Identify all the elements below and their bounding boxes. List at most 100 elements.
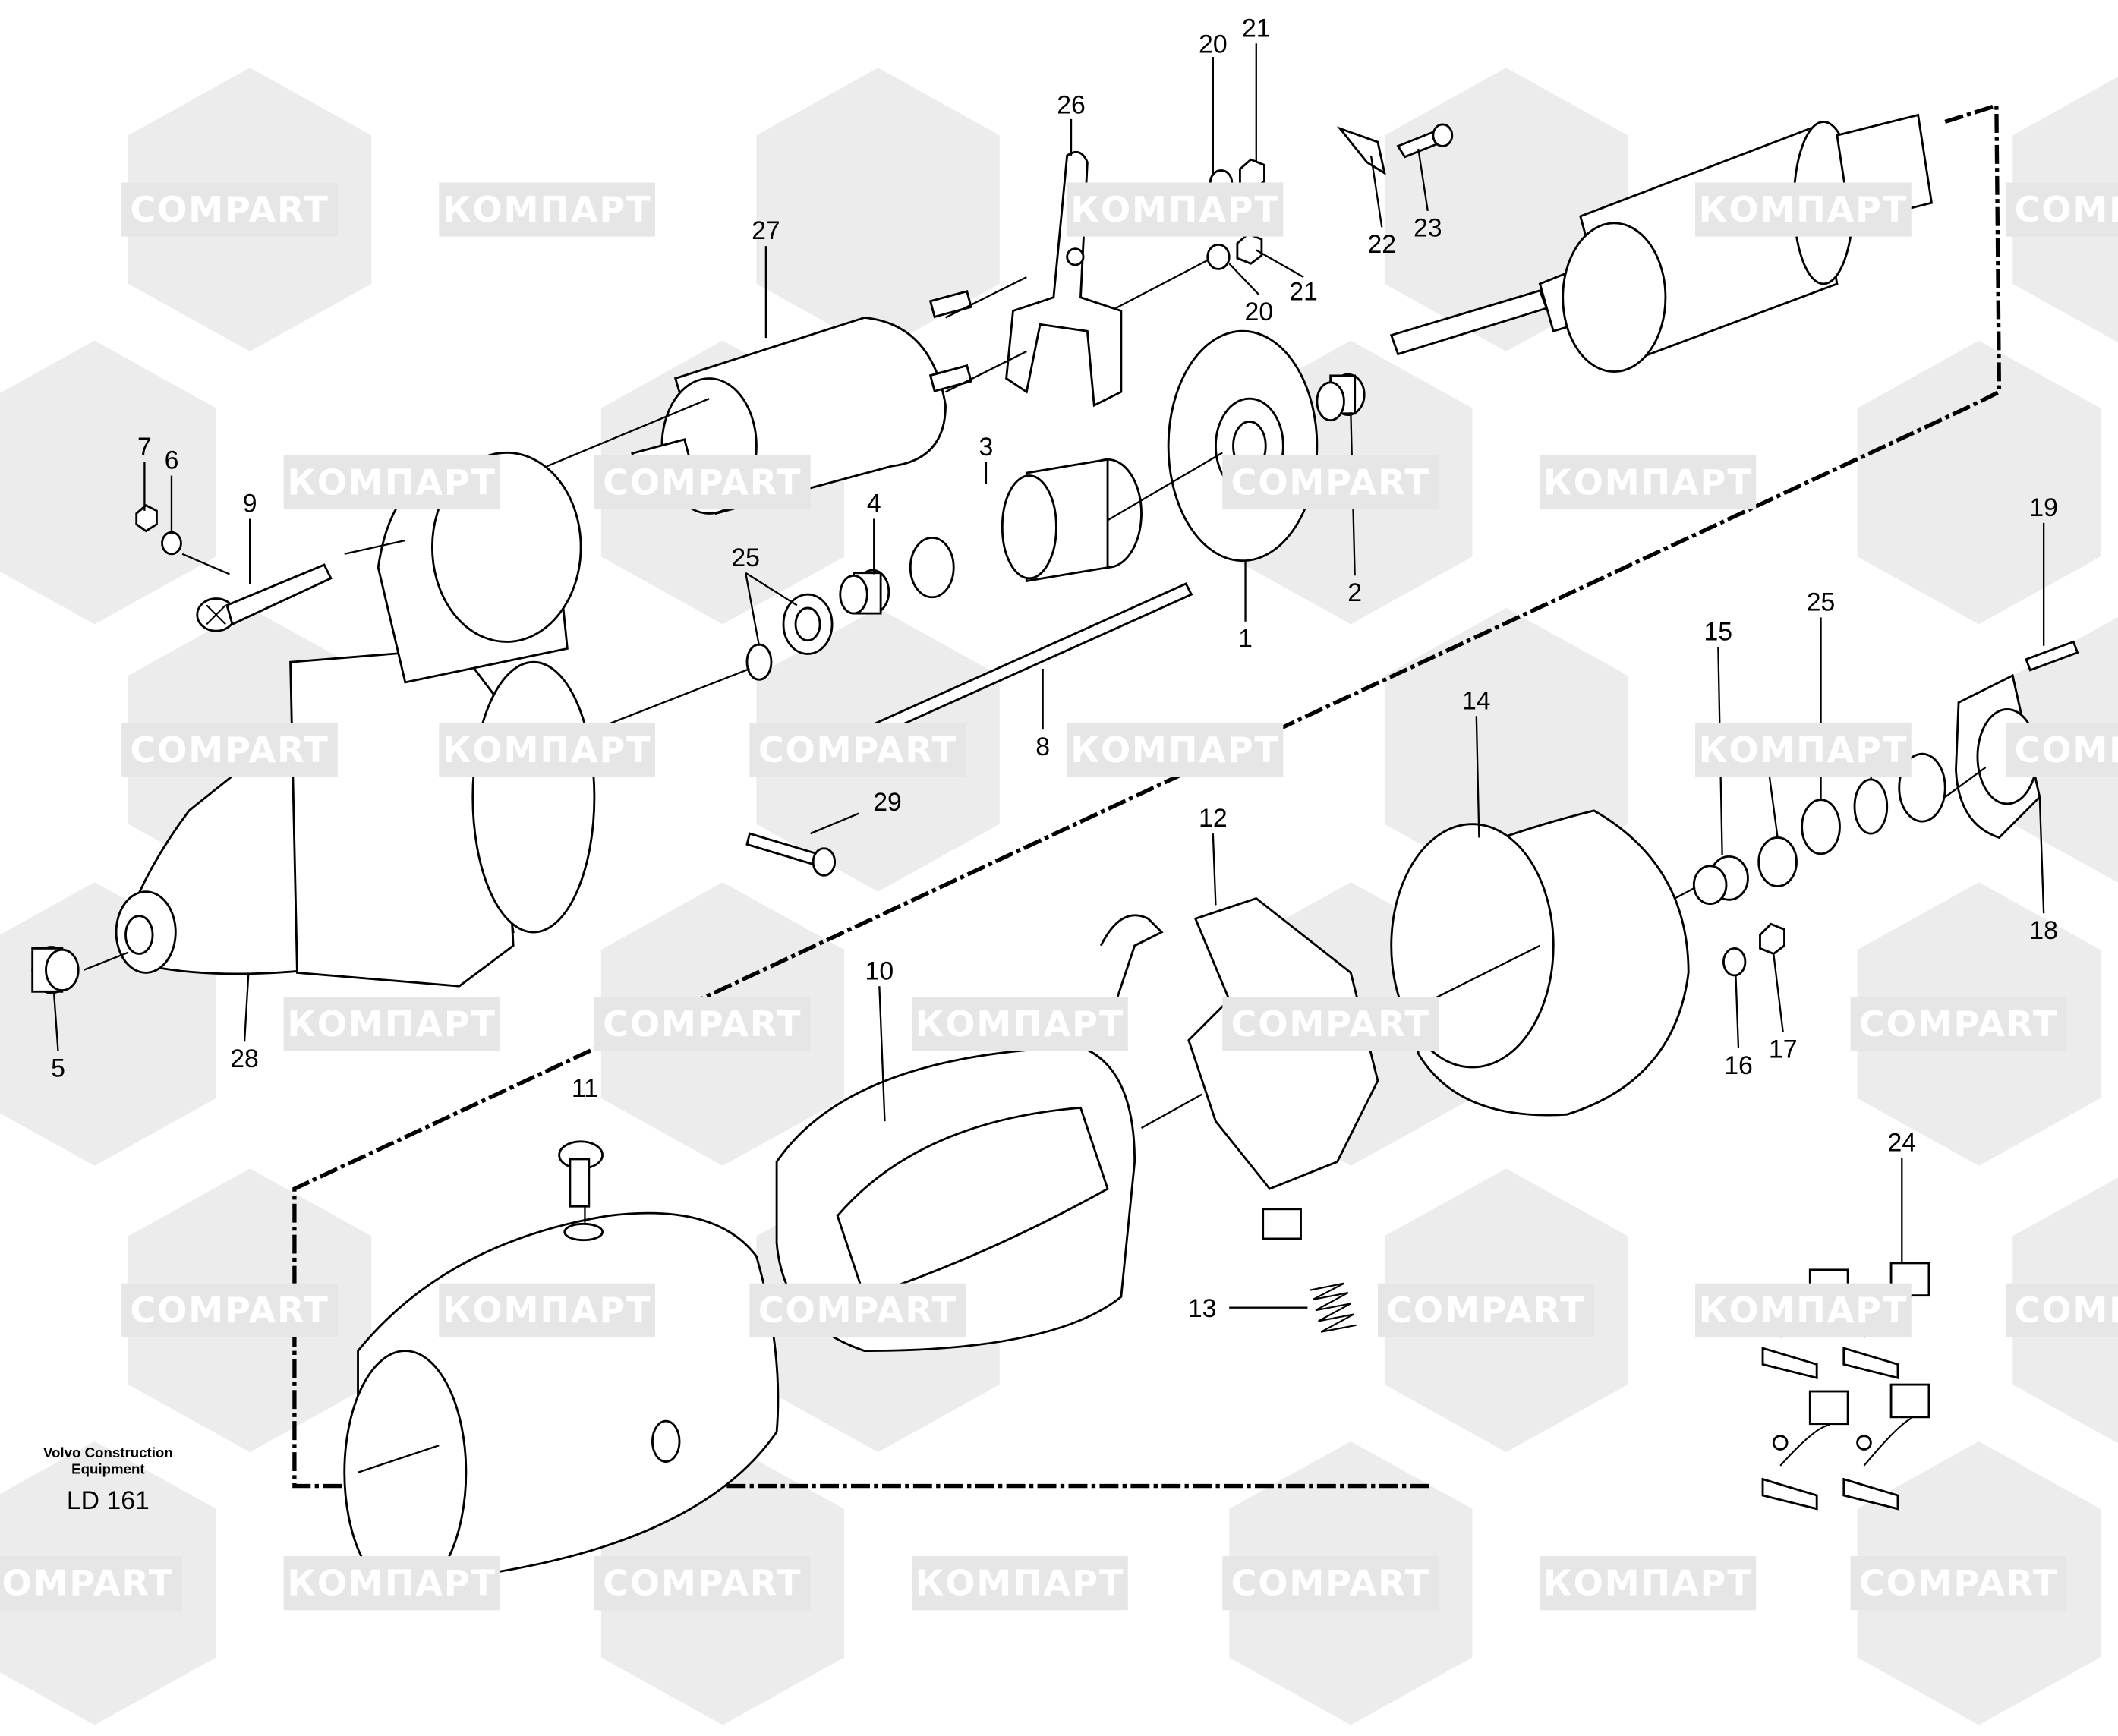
callout-20-top: 20: [1199, 30, 1228, 59]
watermark-text: COMPART: [603, 462, 802, 503]
assembly-frame: [292, 102, 2002, 1489]
publisher-line-2: Equipment: [71, 1461, 144, 1477]
watermark-band: [912, 1556, 1128, 1611]
watermark-text: КОМПАРТ: [1070, 189, 1280, 230]
callout-13: 13: [1188, 1294, 1217, 1323]
watermark-band: [1067, 723, 1284, 777]
callout-22: 22: [1367, 230, 1396, 259]
callout-1: 1: [1238, 625, 1253, 654]
callout-10: 10: [865, 956, 894, 985]
part-6-washer: [161, 531, 182, 556]
callout-6: 6: [165, 446, 179, 475]
watermark-text: КОМПАРТ: [1543, 1563, 1753, 1604]
drawing-code: LD 161: [67, 1486, 150, 1515]
callout-25-left: 25: [731, 543, 760, 572]
callout-25-right: 25: [1807, 588, 1836, 617]
watermark-band: [1540, 1556, 1757, 1611]
watermark-text: COMPART: [130, 1290, 329, 1331]
watermark-text: COMPART: [1231, 1563, 1430, 1604]
watermark-text: COMPART: [758, 729, 957, 770]
watermark-band: [1377, 1283, 1594, 1337]
watermark-band: [1850, 997, 2067, 1051]
watermark-text: COMPART: [2015, 729, 2118, 770]
callout-15: 15: [1704, 618, 1733, 647]
watermark-text: COMPART: [0, 1563, 174, 1604]
watermark-hexagon: [1857, 340, 2101, 625]
watermark-hexagon: [0, 340, 216, 625]
watermark-band: [1695, 182, 1912, 237]
title-block: Volvo Construction Equipment LD 161: [43, 1445, 173, 1515]
watermark-band: [1695, 723, 1912, 777]
watermark-text: КОМПАРТ: [916, 1563, 1125, 1604]
watermark-band: [1850, 1556, 2067, 1611]
watermark-band: [1067, 182, 1284, 237]
watermark-band: [121, 723, 338, 777]
callout-19: 19: [2029, 493, 2058, 522]
watermark-text: COMPART: [1231, 1003, 1430, 1044]
watermark-text: COMPART: [130, 729, 329, 770]
watermark-text: COMPART: [603, 1563, 802, 1604]
callout-4: 4: [867, 490, 881, 518]
watermark-band: [2006, 723, 2118, 777]
watermark-text: КОМПАРТ: [287, 1563, 496, 1604]
callout-labels: 1 2 3 4 5 6 7 8 9 10 11 12 13 14 15 16 1…: [51, 14, 2058, 1323]
callout-3: 3: [979, 433, 994, 462]
part-2-bushing: [1316, 373, 1366, 422]
watermark-text: КОМПАРТ: [443, 189, 652, 230]
watermark-band: [594, 997, 811, 1051]
watermark-band: [1540, 455, 1757, 510]
part-19-screw: [2025, 640, 2079, 672]
watermark-band: [594, 1556, 811, 1611]
callout-11: 11: [572, 1074, 598, 1103]
callout-8: 8: [1035, 733, 1050, 761]
watermark-text: COMPART: [1231, 462, 1430, 503]
callout-16: 16: [1724, 1051, 1753, 1080]
callout-28: 28: [230, 1044, 259, 1073]
part-9-bolt: [196, 563, 333, 632]
callout-5: 5: [51, 1054, 65, 1082]
part-16-washer: [1722, 947, 1747, 977]
watermark-band: [283, 997, 500, 1051]
watermark-text: COMPART: [758, 1290, 957, 1331]
callout-14: 14: [1462, 686, 1491, 715]
assembly-axis-lines: [83, 185, 1987, 1473]
watermark-band: [2006, 182, 2118, 237]
watermark-band: [439, 1283, 655, 1337]
watermark-band: [121, 182, 338, 237]
watermark-text: COMPART: [2015, 1290, 2118, 1331]
callout-26: 26: [1057, 91, 1086, 120]
watermark-band: [283, 455, 500, 510]
watermark-band: [121, 1283, 338, 1337]
callout-7: 7: [137, 433, 152, 462]
part-22-clip: [1336, 126, 1386, 175]
callout-12: 12: [1199, 804, 1228, 833]
watermark-text: КОМПАРТ: [443, 1290, 652, 1331]
callout-21-top: 21: [1242, 14, 1271, 43]
part-29-screw: [745, 832, 837, 877]
watermark-band: [1695, 1283, 1912, 1337]
publisher-line-1: Volvo Construction: [43, 1445, 173, 1460]
callout-27: 27: [752, 216, 780, 245]
callout-2: 2: [1347, 578, 1362, 607]
watermark-text: КОМПАРТ: [1699, 189, 1908, 230]
watermark-band: [749, 723, 966, 777]
part-3-drive-pinion: [909, 458, 1143, 599]
callout-21-lower: 21: [1289, 277, 1318, 306]
part-1-end-shield: [1167, 329, 1319, 562]
watermark-band: [439, 182, 655, 237]
watermark-text: КОМПАРТ: [1543, 462, 1753, 503]
watermark-band: [912, 997, 1128, 1051]
watermark-text: КОМПАРТ: [287, 462, 496, 503]
watermark-text: КОМПАРТ: [287, 1003, 496, 1044]
watermark-band: [1222, 997, 1439, 1051]
callout-18: 18: [2029, 916, 2058, 945]
callout-20-lower: 20: [1245, 298, 1274, 326]
watermark-text: COMPART: [1859, 1003, 2058, 1044]
part-15-bushing: [1692, 855, 1749, 906]
callout-23: 23: [1414, 214, 1442, 243]
callout-9: 9: [243, 490, 257, 518]
watermark-text: КОМПАРТ: [443, 729, 652, 770]
watermark-band: [2006, 1283, 2118, 1337]
watermark-band: [283, 1556, 500, 1611]
